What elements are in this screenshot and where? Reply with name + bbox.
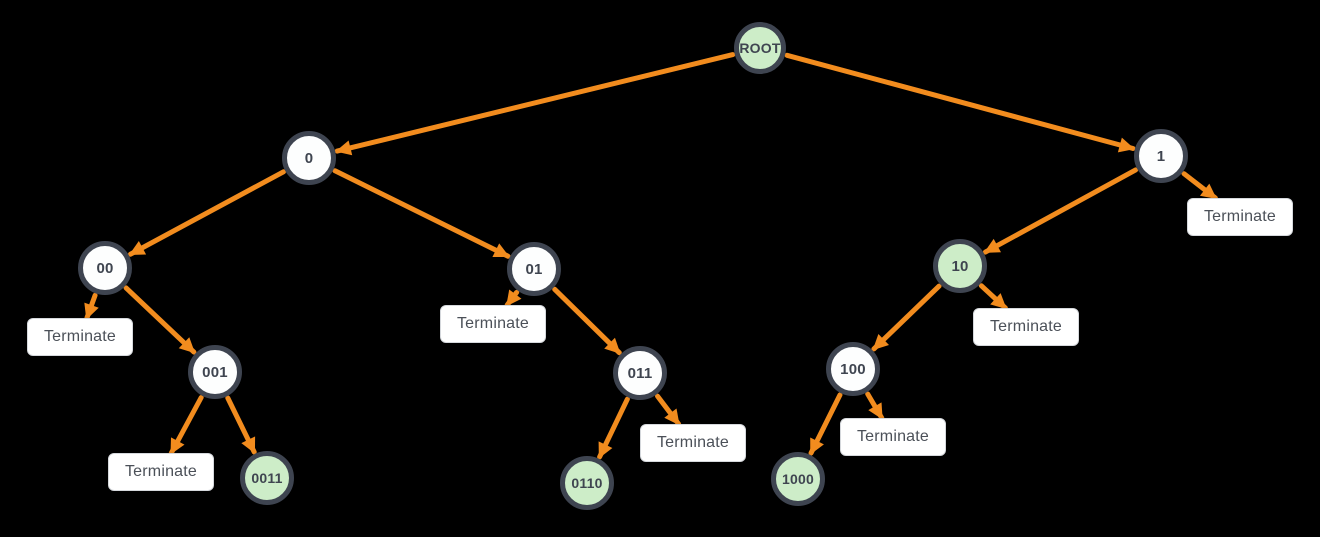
edge-root-to-1 [784, 52, 1136, 153]
tree-node-01: 01 [507, 242, 561, 296]
edge-10-to-t-10 [978, 283, 1008, 311]
edge-001-to-t-001 [168, 395, 204, 456]
edge-011-to-t-011 [655, 393, 682, 427]
edge-00-to-t-00 [84, 292, 99, 321]
tree-node-011: 011 [613, 346, 667, 400]
terminate-label: Terminate [43, 328, 117, 345]
terminate-box-t-00: Terminate [27, 318, 133, 356]
node-label: 001 [202, 363, 228, 381]
edge-01-to-011 [552, 286, 622, 356]
edge-root-to-0 [334, 52, 736, 156]
terminate-label: Terminate [124, 463, 198, 480]
edge-group [84, 52, 1218, 460]
edge-0-to-01 [332, 168, 511, 259]
node-label: 011 [627, 364, 653, 382]
terminate-box-t-10: Terminate [973, 308, 1079, 346]
tree-node-0011: 0011 [240, 451, 294, 505]
node-label: 1 [1156, 147, 1166, 165]
tree-node-0110: 0110 [560, 456, 614, 510]
edge-1-to-t-1 [1181, 171, 1218, 201]
tree-node-1000: 1000 [771, 452, 825, 506]
edge-011-to-0110 [597, 396, 630, 460]
tree-node-1: 1 [1134, 129, 1188, 183]
node-label: 00 [96, 259, 114, 277]
terminate-box-t-01: Terminate [440, 305, 546, 343]
tree-node-root: ROOT [734, 22, 786, 74]
edge-00-to-001 [123, 285, 197, 355]
terminate-label: Terminate [856, 428, 930, 445]
node-label: 1000 [782, 471, 814, 487]
node-label: 0 [304, 149, 314, 167]
tree-node-0: 0 [282, 131, 336, 185]
tree-node-001: 001 [188, 345, 242, 399]
terminate-box-t-1: Terminate [1187, 198, 1293, 236]
tree-node-00: 00 [78, 241, 132, 295]
edge-100-to-1000 [808, 392, 843, 456]
node-label: 01 [525, 260, 543, 278]
terminate-label: Terminate [1203, 208, 1277, 225]
edge-0-to-00 [128, 169, 286, 257]
terminate-label: Terminate [989, 318, 1063, 335]
terminate-box-t-011: Terminate [640, 424, 746, 462]
node-label: 0110 [571, 475, 603, 491]
edge-1-to-10 [982, 167, 1139, 255]
terminate-box-t-001: Terminate [108, 453, 214, 491]
edge-001-to-0011 [225, 395, 257, 455]
node-label: 10 [951, 257, 969, 275]
tree-node-10: 10 [933, 239, 987, 293]
edge-10-to-100 [871, 283, 942, 352]
edge-100-to-t-100 [865, 391, 885, 421]
node-label: 0011 [251, 470, 283, 486]
node-label: 100 [840, 360, 866, 378]
node-label: ROOT [739, 40, 781, 56]
terminate-box-t-100: Terminate [840, 418, 946, 456]
edge-01-to-t-01 [504, 289, 522, 308]
terminate-label: Terminate [656, 434, 730, 451]
tree-node-100: 100 [826, 342, 880, 396]
terminate-label: Terminate [456, 315, 530, 332]
